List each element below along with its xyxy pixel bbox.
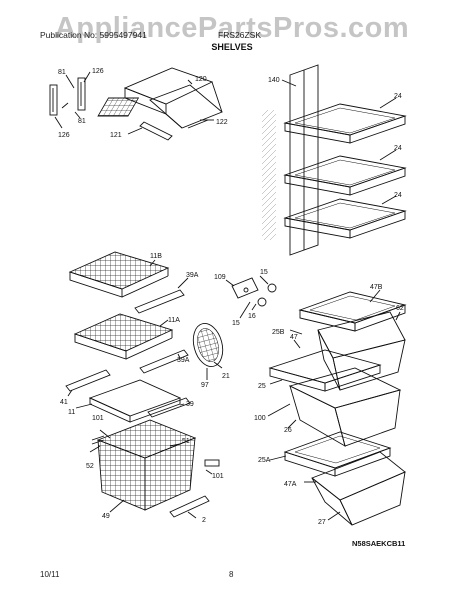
- callout-120: 120: [195, 76, 207, 83]
- fan-grille-cover: [192, 322, 224, 368]
- callout-2: 2: [202, 517, 206, 524]
- crisper-pan-27: [311, 451, 406, 526]
- watermark-text: AppliancePartsPros.com: [54, 12, 410, 44]
- callout-126-b: 126: [58, 132, 70, 139]
- callout-41: 41: [60, 399, 68, 406]
- model-number: FRS26ZSK: [218, 30, 261, 40]
- callout-24-b: 24: [394, 145, 402, 152]
- glass-shelf-middle: [283, 155, 407, 196]
- callout-109: 109: [214, 274, 226, 281]
- basket-trim-2: [169, 495, 210, 518]
- callout-47: 47: [290, 334, 298, 341]
- callout-11a: 11A: [168, 317, 180, 324]
- glass-shelf-bottom: [283, 198, 407, 239]
- callout-21: 21: [222, 373, 230, 380]
- cabinet-liner-rail: [262, 64, 319, 256]
- shelf-bracket-right: [77, 77, 86, 111]
- callout-24-c: 24: [394, 192, 402, 199]
- wire-freezer-basket: [91, 419, 197, 511]
- callout-25a: 25A: [258, 457, 271, 464]
- section-title: SHELVES: [211, 42, 253, 52]
- callout-39a-lower: 39A: [177, 357, 190, 364]
- callout-51: 51: [182, 438, 190, 445]
- callout-49: 49: [102, 513, 110, 520]
- callout-47b: 47B: [370, 284, 383, 291]
- callout-121: 121: [110, 132, 122, 139]
- wire-shelf-upper: [68, 251, 170, 298]
- callout-81-a: 81: [58, 69, 66, 76]
- publication-number: Publication No: 5995497941: [40, 30, 147, 40]
- light-bulb: [257, 283, 277, 307]
- callout-25: 25: [258, 383, 266, 390]
- callout-39: 39: [186, 401, 194, 408]
- crisper-drawer-upper: [317, 311, 406, 391]
- callout-101-upper: 101: [92, 415, 104, 422]
- front-trim-39: [147, 397, 191, 418]
- callout-15-upper: 15: [260, 269, 268, 276]
- shelf-trim-39a-upper: [134, 289, 185, 314]
- shelf-bracket-left: [49, 84, 58, 116]
- callout-97: 97: [201, 382, 209, 389]
- callout-24-a: 24: [394, 93, 402, 100]
- adjustable-shelf-assembly: [97, 67, 223, 141]
- callout-81-b: 81: [78, 118, 86, 125]
- callout-16: 16: [248, 313, 256, 320]
- crisper-cover-bottom: [283, 431, 392, 477]
- callout-100: 100: [254, 415, 266, 422]
- shelf-trim-39a-lower: [139, 349, 189, 374]
- crisper-drawer-lower: [288, 367, 402, 447]
- callout-140: 140: [268, 77, 280, 84]
- front-trim-41: [65, 369, 111, 392]
- crisper-cover-top: [298, 291, 407, 332]
- callout-11: 11: [68, 409, 75, 416]
- wire-shelf-lower: [73, 313, 174, 360]
- footer-page-number: 8: [229, 570, 234, 579]
- callout-47a: 47A: [284, 481, 297, 488]
- callout-11b: 11B: [150, 253, 162, 260]
- footer-date: 10/11: [40, 570, 60, 579]
- diagram-code: N58SAEKCB11: [352, 539, 405, 548]
- callout-101-lower: 101: [212, 473, 224, 480]
- callout-27: 27: [318, 519, 326, 526]
- crisper-frame-47: [268, 349, 382, 392]
- glass-shelf-11: [88, 379, 182, 423]
- callout-39a-upper: 39A: [186, 272, 199, 279]
- callout-122: 122: [216, 119, 228, 126]
- callout-52: 52: [86, 463, 94, 470]
- callout-62: 62: [396, 305, 404, 312]
- callout-26: 26: [284, 427, 292, 434]
- light-housing: [231, 277, 259, 299]
- callout-15-lower: 15: [232, 320, 240, 327]
- callout-25b: 25B: [272, 329, 285, 336]
- glass-shelf-top: [283, 103, 407, 144]
- callout-126-a: 126: [92, 68, 104, 75]
